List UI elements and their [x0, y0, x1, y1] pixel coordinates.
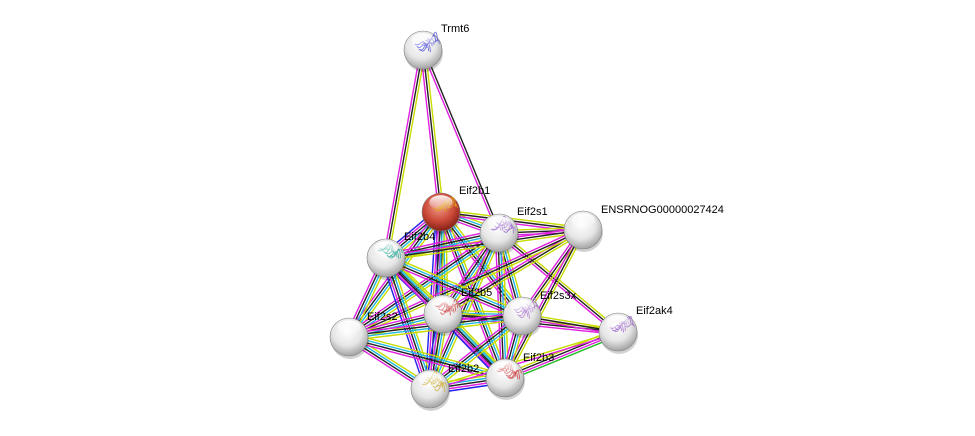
edge-line-databases: [349, 233, 501, 339]
edge-Eif2s3x-Eif2b2[interactable]: [427, 312, 525, 393]
node-label: Eif2s2: [367, 311, 398, 323]
edge-line-experiments: [384, 260, 521, 320]
edge-line-experiments: [347, 227, 583, 336]
edge-line-coexpression: [348, 229, 584, 338]
edge-Trmt6-Eif2b4[interactable]: [382, 49, 427, 259]
node-highlight: [418, 372, 442, 387]
edge-line-textmining: [506, 230, 586, 380]
edge-line-experiments: [382, 49, 422, 258]
edge-line-textmining: [441, 208, 584, 229]
edge-Eif2s2-Eif2b3[interactable]: [347, 332, 507, 383]
node-label: Eif2s1: [517, 206, 548, 218]
node-Eif2b4[interactable]: Eif2b4: [366, 231, 435, 280]
node-ENSRNOG00000027424[interactable]: ENSRNOG00000027424: [563, 204, 724, 252]
node-highlight: [510, 299, 534, 314]
edge-line-coexpression: [385, 49, 424, 259]
edge-Eif2b2-Eif2ak4[interactable]: [429, 330, 619, 391]
edge-line-experiments: [421, 50, 499, 234]
node-label: Eif2b1: [459, 185, 490, 197]
edge-line-textmining: [349, 332, 507, 376]
edge-line-experiments: [347, 339, 505, 383]
node-label: Eif2b4: [404, 231, 435, 243]
edge-Trmt6-Eif2s1[interactable]: [421, 49, 501, 234]
edge-line-experiments: [346, 229, 498, 335]
node-highlight: [429, 195, 453, 210]
edge-line-coexpression: [347, 231, 499, 337]
edge-line-coexpression: [504, 229, 584, 379]
edge-line-textmining: [431, 318, 525, 393]
edge-line-textmining: [432, 234, 503, 391]
node-Eif2s1[interactable]: Eif2s1: [479, 206, 548, 255]
node-label: Eif2b2: [448, 363, 479, 375]
edge-line-textmining: [424, 49, 445, 212]
node-highlight: [606, 315, 630, 330]
edge-line-databases: [349, 335, 506, 378]
node-highlight: [337, 320, 361, 335]
node-highlight: [487, 216, 511, 231]
edge-line-coexpression: [385, 258, 522, 318]
edge-line-coexpression: [423, 49, 501, 233]
edge-line-textmining: [500, 230, 620, 331]
edge-line-textmining: [349, 231, 585, 340]
node-label: Eif2s3x: [540, 290, 577, 302]
edge-line-neighborhood: [506, 334, 620, 382]
edge-line-databases: [499, 232, 507, 378]
edge-line-experiments: [427, 312, 521, 387]
node-highlight: [431, 297, 455, 312]
edge-line-textmining: [429, 330, 618, 389]
edge-line-textmining: [387, 50, 427, 259]
edge-line-experiments: [385, 228, 499, 256]
edge-line-databases: [430, 316, 524, 391]
node-Eif2b5[interactable]: Eif2b5: [423, 287, 492, 336]
edge-line-experiments: [430, 332, 619, 391]
edge-ENSRNOG00000027424-Eif2s2[interactable]: [347, 227, 585, 340]
edge-line-coexpression: [422, 49, 442, 213]
edge-line-experiments: [419, 50, 440, 213]
node-label: Eif2b5: [461, 287, 492, 299]
node-Eif2ak4[interactable]: Eif2ak4: [598, 305, 673, 354]
node-label: Trmt6: [441, 23, 469, 35]
node-Eif2b2[interactable]: Eif2b2: [410, 363, 479, 411]
edge-line-experiments: [494, 233, 503, 379]
edge-line-experiments: [505, 332, 619, 380]
edge-line-textmining: [387, 254, 524, 314]
node-label: ENSRNOG00000027424: [601, 204, 724, 216]
edge-line-textmining: [443, 231, 585, 317]
edge-Eif2b4-Eif2s3x[interactable]: [384, 254, 524, 320]
node-label: Eif2ak4: [636, 305, 673, 317]
node-Eif2b3[interactable]: Eif2b3: [485, 352, 554, 400]
node-highlight: [571, 213, 595, 228]
node-Trmt6[interactable]: Trmt6: [403, 23, 469, 72]
edge-Eif2s1-Eif2s2[interactable]: [346, 229, 502, 341]
node-highlight: [374, 241, 398, 256]
edge-Trmt6-Eif2b1[interactable]: [419, 49, 445, 213]
edge-line-databases: [386, 256, 523, 316]
node-label: Eif2b3: [523, 352, 554, 364]
node-Eif2s3x[interactable]: Eif2s3x: [502, 290, 577, 338]
node-Eif2b1[interactable]: Eif2b1: [421, 185, 490, 234]
node-highlight: [493, 361, 517, 376]
node-highlight: [411, 33, 435, 48]
edge-line-textmining: [386, 231, 584, 262]
edge-line-coexpression: [428, 314, 522, 389]
node-Eif2s2[interactable]: Eif2s2: [329, 311, 398, 359]
